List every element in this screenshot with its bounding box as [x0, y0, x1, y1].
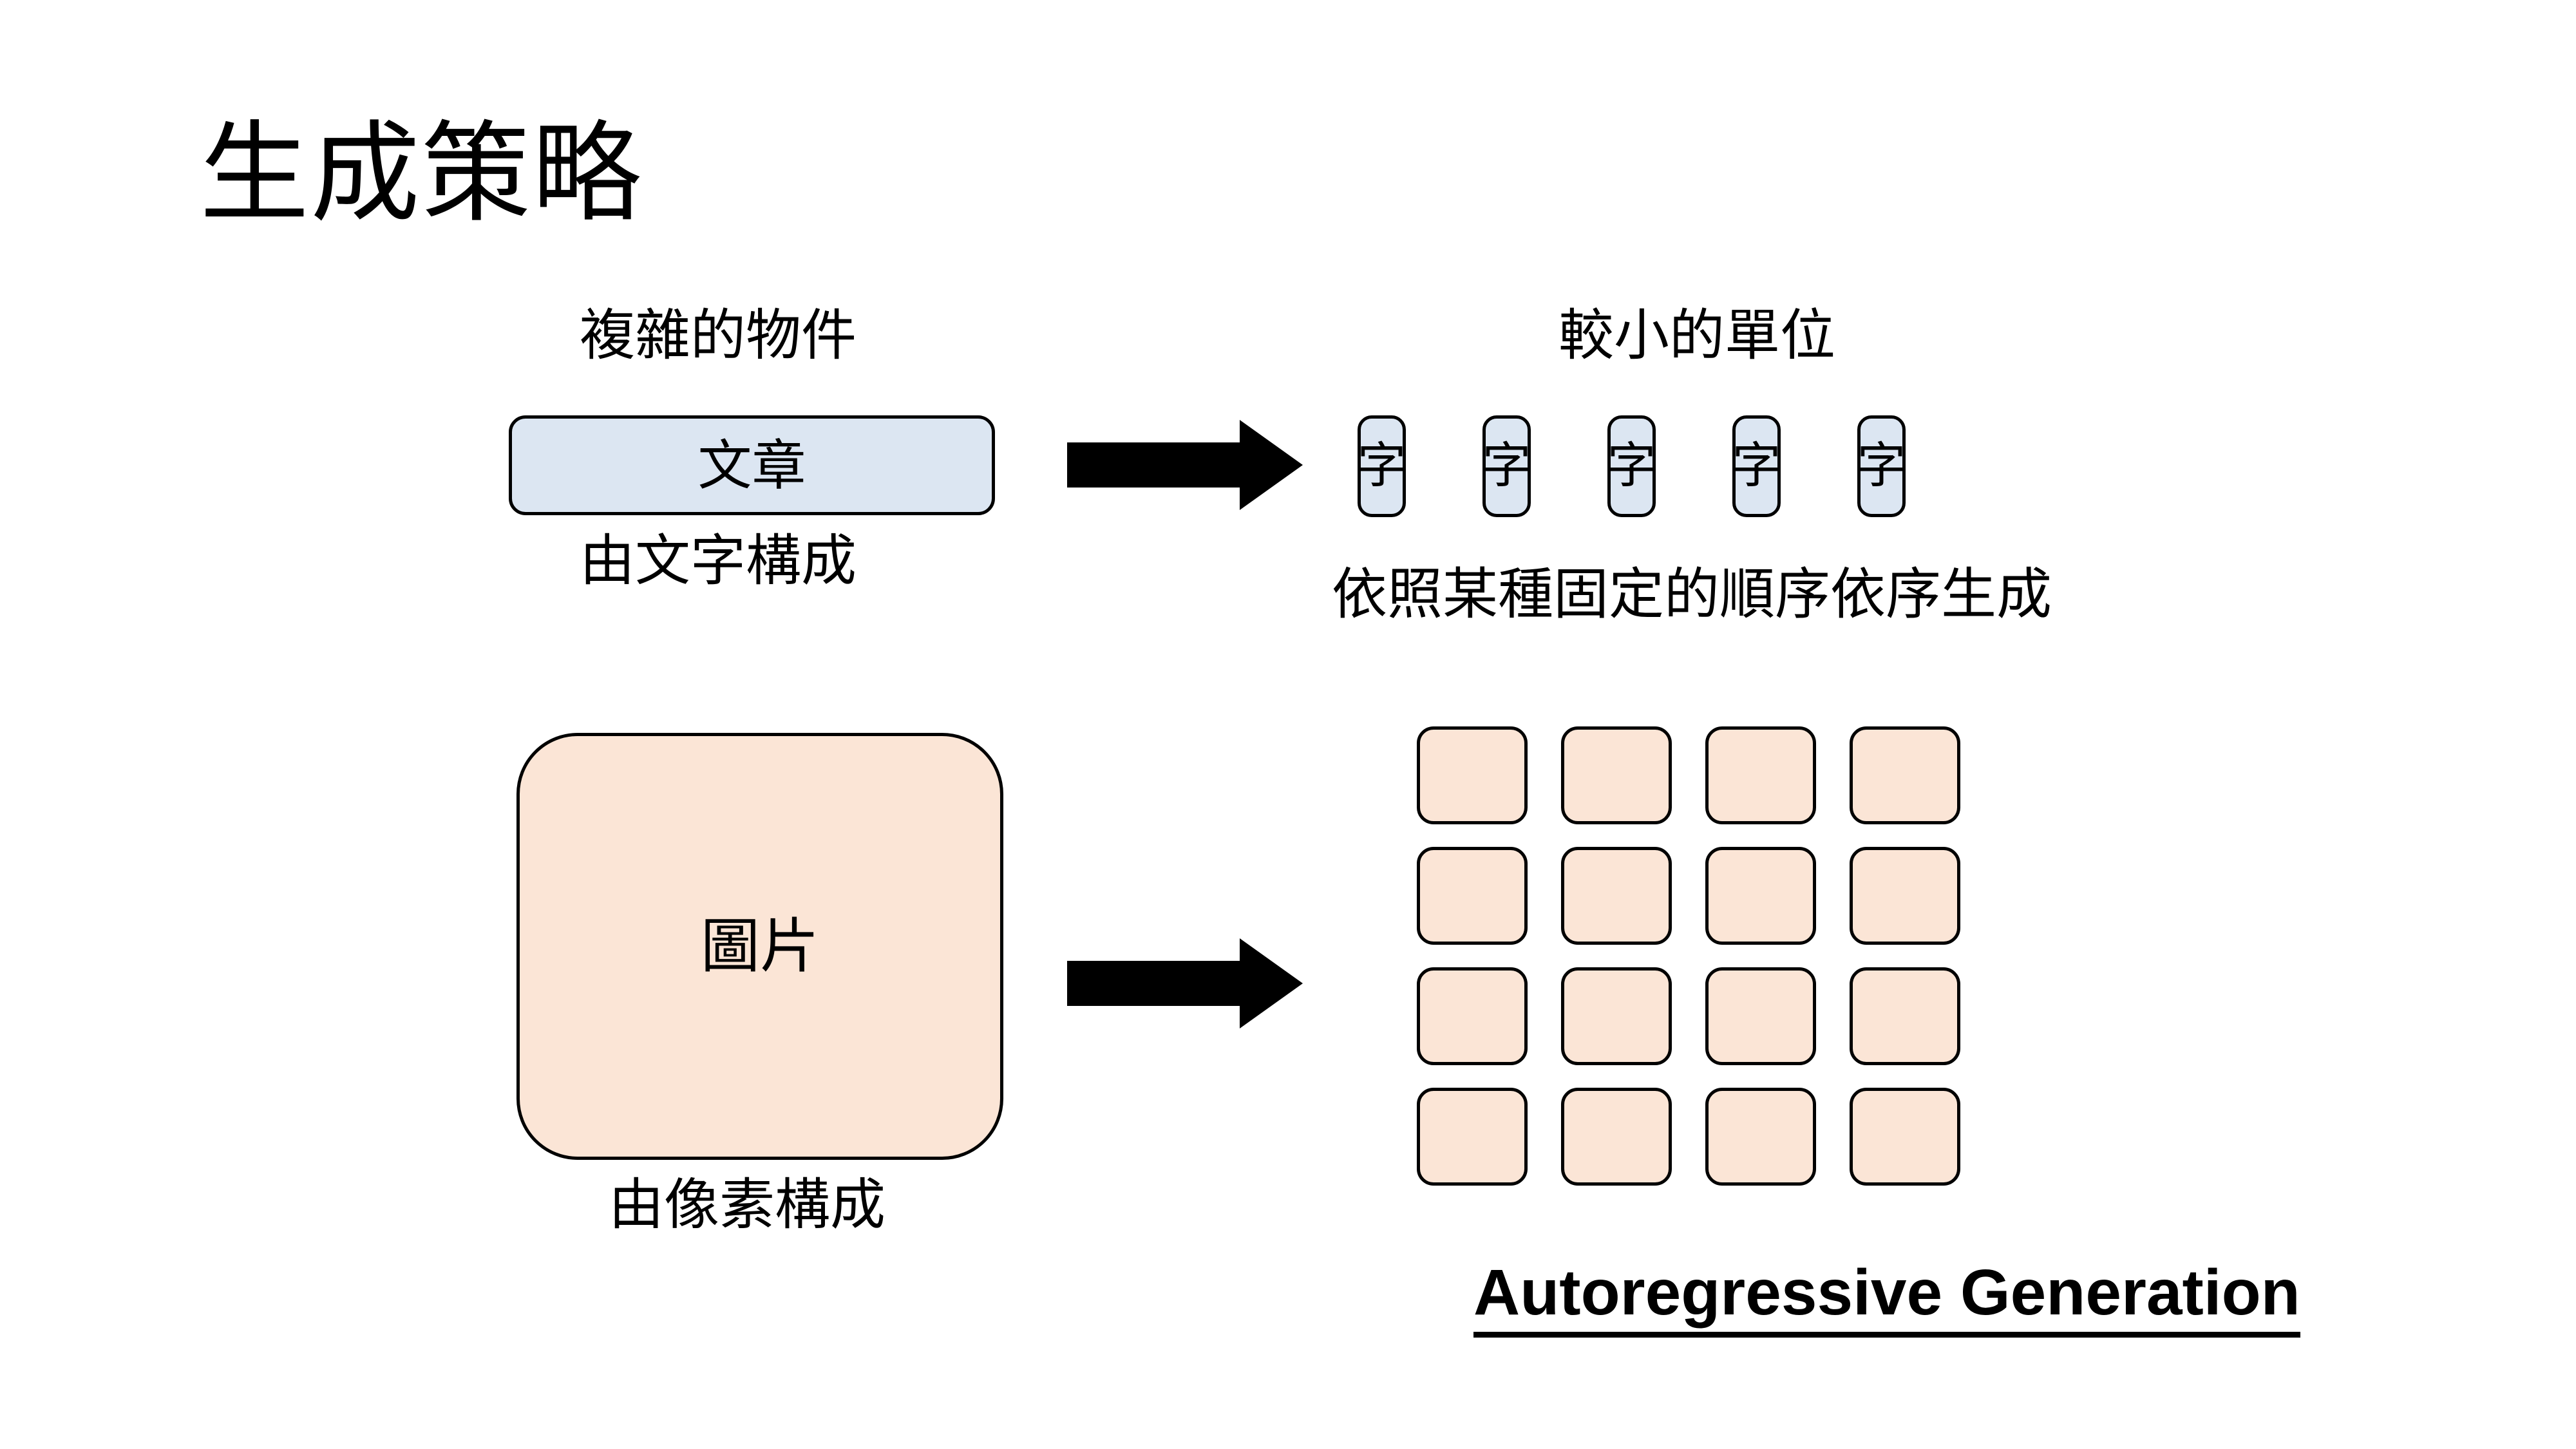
- pixel-cell: [1705, 726, 1816, 824]
- pixel-cell: [1417, 847, 1528, 945]
- text-source-caption-bottom: 由文字構成: [580, 530, 857, 592]
- pixel-grid: [1417, 726, 1960, 1186]
- token-chip: 字: [1482, 415, 1531, 517]
- autoregressive-generation-label: Autoregressive Generation: [1473, 1259, 2300, 1338]
- text-source-caption-top: 複雜的物件: [580, 305, 857, 366]
- token-chip: 字: [1857, 415, 1906, 517]
- pixel-cell: [1705, 967, 1816, 1065]
- pixel-cell: [1417, 726, 1528, 824]
- token-chip: 字: [1732, 415, 1781, 517]
- token-chip: 字: [1358, 415, 1406, 517]
- pixel-cell: [1850, 967, 1960, 1065]
- text-row-arrow-icon: [1067, 420, 1303, 510]
- picture-box: 圖片: [516, 733, 1003, 1160]
- pixel-cell: [1561, 726, 1672, 824]
- token-chip-label: 字: [1357, 439, 1406, 493]
- pixel-cell: [1705, 1088, 1816, 1186]
- pixel-cell: [1417, 967, 1528, 1065]
- token-chip-label: 字: [1482, 439, 1531, 493]
- pixel-cell: [1561, 847, 1672, 945]
- pixel-cell: [1850, 1088, 1960, 1186]
- pixel-cell: [1705, 847, 1816, 945]
- article-box: 文章: [509, 415, 995, 515]
- text-target-caption-top: 較小的單位: [1558, 305, 1835, 366]
- image-source-caption-bottom: 由像素構成: [609, 1174, 886, 1236]
- pixel-cell: [1850, 847, 1960, 945]
- pixel-cell: [1561, 967, 1672, 1065]
- page-title: 生成策略: [200, 113, 643, 235]
- image-row-arrow-icon: [1067, 938, 1303, 1028]
- token-chip: 字: [1607, 415, 1656, 517]
- token-chip-label: 字: [1732, 439, 1781, 493]
- token-chip-label: 字: [1857, 439, 1906, 493]
- pixel-cell: [1561, 1088, 1672, 1186]
- token-chip-label: 字: [1607, 439, 1656, 493]
- article-box-label: 文章: [697, 435, 806, 496]
- text-target-caption-bottom: 依照某種固定的順序依序生成: [1332, 564, 2052, 625]
- picture-box-label: 圖片: [700, 913, 819, 980]
- pixel-cell: [1417, 1088, 1528, 1186]
- pixel-cell: [1850, 726, 1960, 824]
